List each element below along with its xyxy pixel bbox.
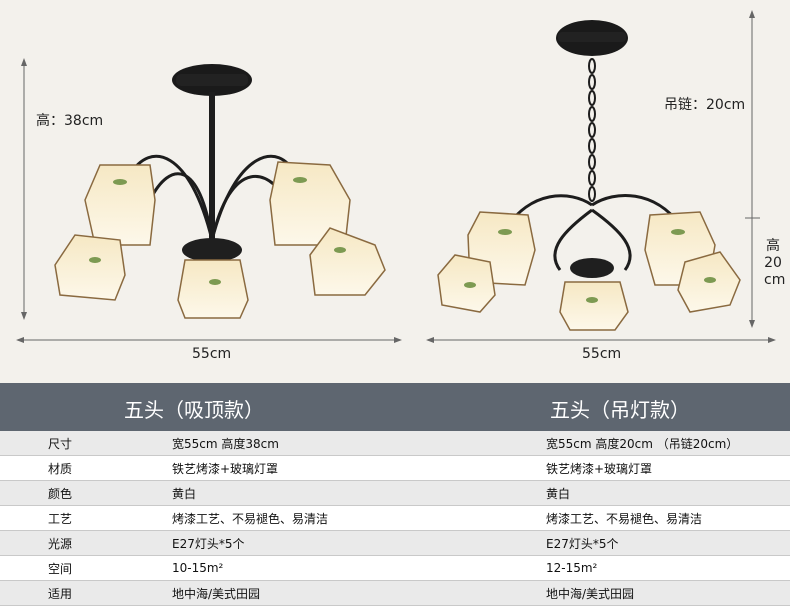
right-height-label: 高 20 cm [764, 238, 786, 289]
right-height-char-3: cm [764, 272, 786, 288]
spec-table: 尺寸 宽55cm 高度38cm 宽55cm 高度20cm （吊链20cm） 材质… [0, 431, 790, 606]
header-right-title: 五头（吊灯款） [550, 398, 690, 422]
table-row: 材质 铁艺烤漆+玻璃灯罩 铁艺烤漆+玻璃灯罩 [0, 455, 790, 481]
row-left-value: E27灯头*5个 [120, 530, 490, 556]
row-left-value: 黄白 [120, 480, 490, 506]
row-label: 尺寸 [0, 431, 120, 456]
row-right-value: 铁艺烤漆+玻璃灯罩 [490, 455, 790, 481]
row-left-value: 铁艺烤漆+玻璃灯罩 [120, 455, 490, 481]
table-row: 工艺 烤漆工艺、不易褪色、易清洁 烤漆工艺、不易褪色、易清洁 [0, 505, 790, 531]
row-left-value: 10-15m² [120, 555, 490, 581]
left-width-label: 55cm [192, 346, 232, 362]
right-width-label: 55cm [582, 346, 622, 362]
row-label: 空间 [0, 555, 120, 581]
row-left-value: 烤漆工艺、不易褪色、易清洁 [120, 505, 490, 531]
header-left-title: 五头（吸顶款） [124, 398, 264, 422]
row-right-value: 黄白 [490, 480, 790, 506]
right-chain-label: 吊链：20cm [664, 97, 746, 113]
table-row: 尺寸 宽55cm 高度38cm 宽55cm 高度20cm （吊链20cm） [0, 431, 790, 456]
table-row: 适用 地中海/美式田园 地中海/美式田园 [0, 580, 790, 606]
row-right-value: E27灯头*5个 [490, 530, 790, 556]
row-label: 光源 [0, 530, 120, 556]
spec-table-header: 五头（吸顶款） 五头（吊灯款） [0, 383, 790, 431]
row-label: 适用 [0, 580, 120, 606]
row-label: 工艺 [0, 505, 120, 531]
row-right-value: 地中海/美式田园 [490, 580, 790, 606]
table-row: 空间 10-15m² 12-15m² [0, 555, 790, 581]
table-row: 光源 E27灯头*5个 E27灯头*5个 [0, 530, 790, 556]
right-height-char-1: 高 [766, 238, 780, 254]
row-left-value: 地中海/美式田园 [120, 580, 490, 606]
row-right-value: 宽55cm 高度20cm （吊链20cm） [490, 431, 790, 456]
left-height-label: 高：38cm [36, 113, 104, 129]
right-height-char-2: 20 [764, 255, 782, 271]
row-label: 材质 [0, 455, 120, 481]
row-right-value: 12-15m² [490, 555, 790, 581]
ceiling-chandelier-image [16, 10, 776, 343]
row-left-value: 宽55cm 高度38cm [120, 431, 490, 456]
row-label: 颜色 [0, 480, 120, 506]
table-row: 颜色 黄白 黄白 [0, 480, 790, 506]
row-right-value: 烤漆工艺、不易褪色、易清洁 [490, 505, 790, 531]
